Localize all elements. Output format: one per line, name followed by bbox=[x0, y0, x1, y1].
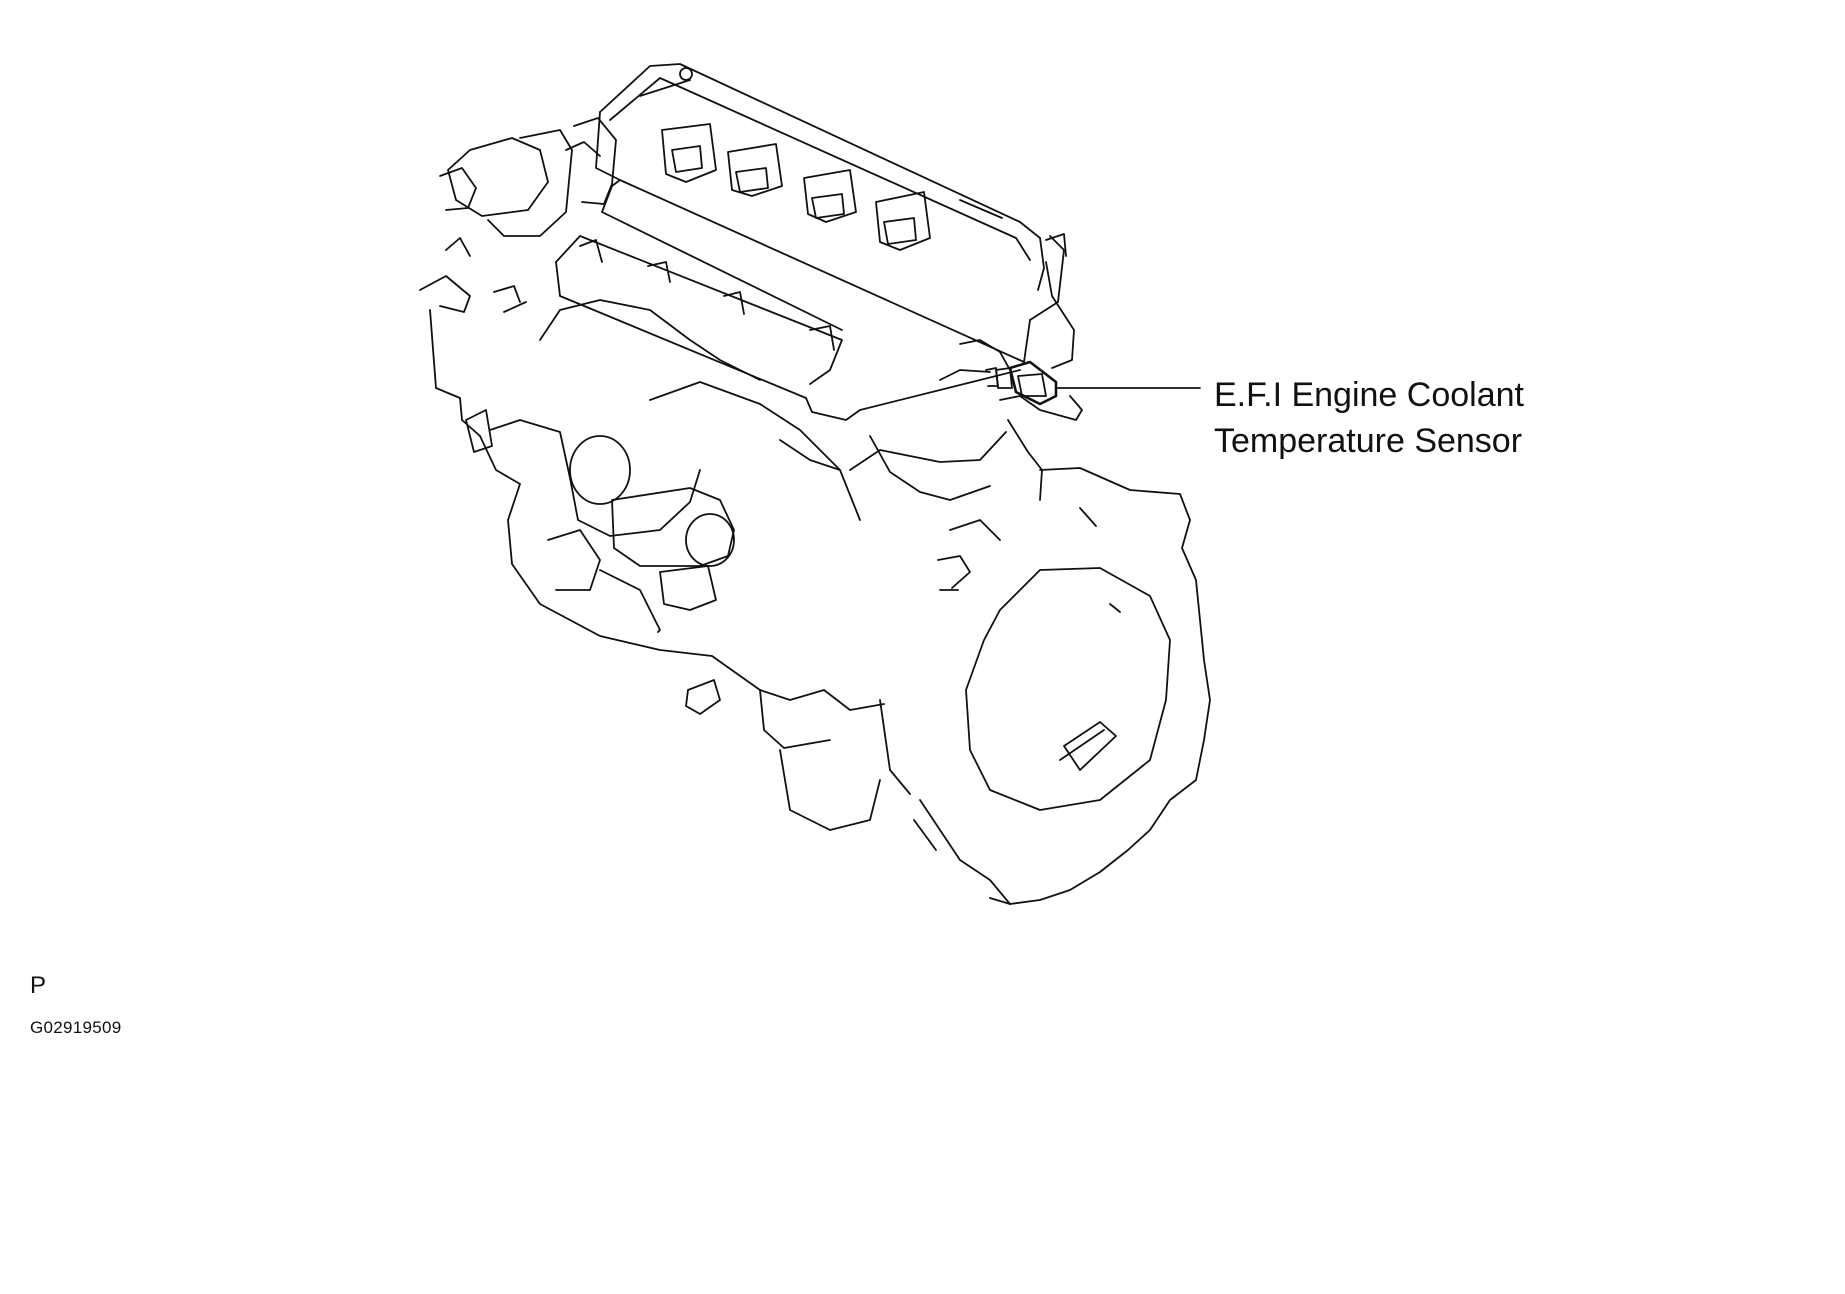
water-outlet bbox=[939, 261, 1083, 421]
coolant-temperature-sensor bbox=[985, 360, 1058, 406]
view-code: P bbox=[30, 972, 47, 999]
timing-cover bbox=[419, 117, 617, 437]
figure-id: G02919509 bbox=[30, 1018, 122, 1037]
engine-block bbox=[479, 299, 1043, 831]
flywheel-housing bbox=[913, 467, 1211, 905]
diagram-canvas: E.F.I Engine Coolant Temperature Sensor … bbox=[30, 63, 1524, 1037]
engine-illustration bbox=[419, 63, 1211, 905]
throttle-body bbox=[465, 409, 735, 633]
fuel-rail bbox=[555, 235, 1021, 421]
ignition-coils bbox=[661, 123, 931, 251]
cylinder-head-cover bbox=[595, 63, 1067, 363]
callout-line-1: E.F.I Engine Coolant bbox=[1214, 376, 1524, 414]
callout-line-2: Temperature Sensor bbox=[1214, 422, 1523, 460]
sensor-callout-label: E.F.I Engine Coolant Temperature Sensor bbox=[1214, 372, 1524, 464]
